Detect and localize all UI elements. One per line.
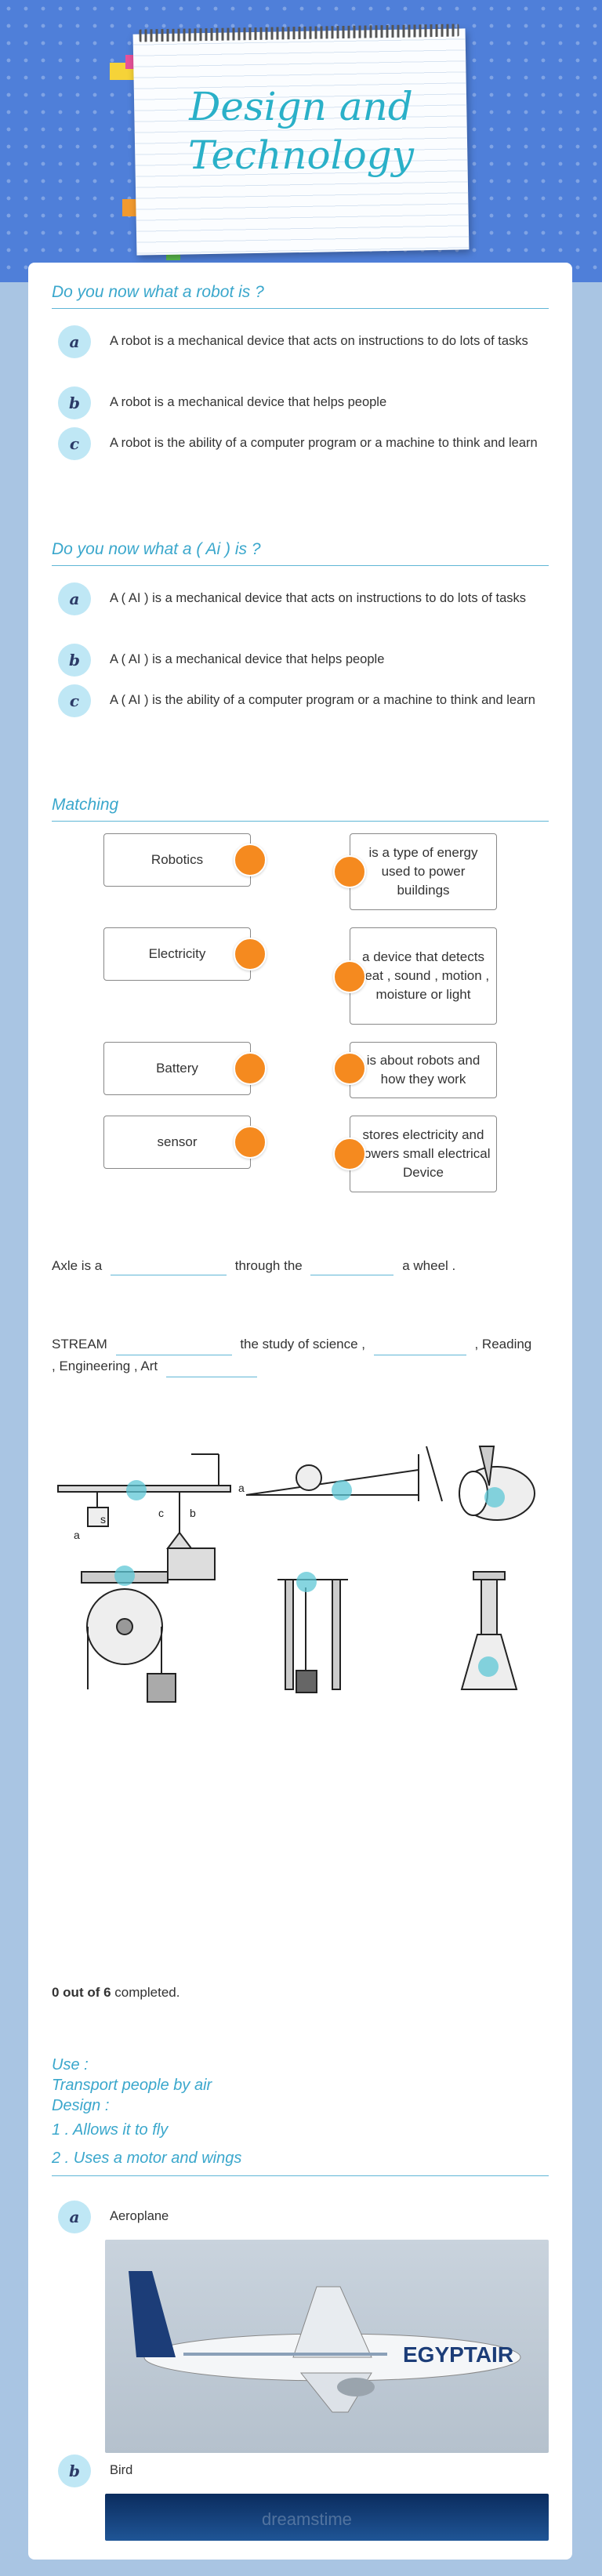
hotspot-inclined-plane[interactable] — [332, 1480, 352, 1500]
fill-blank-stream: STREAM the study of science , , Reading … — [52, 1333, 549, 1377]
prompt-line: Use : — [52, 2056, 89, 2073]
prompt-line: 2 . Uses a motor and wings — [52, 2150, 242, 2167]
match-connector-left-1[interactable] — [234, 844, 267, 876]
option-bird[interactable]: b Bird — [58, 2454, 552, 2487]
fill-text: STREAM — [52, 1337, 107, 1351]
option-ai-a[interactable]: a A ( AI ) is a mechanical device that a… — [58, 582, 552, 615]
matching-title: Matching — [52, 796, 549, 822]
match-connector-right-2[interactable] — [333, 960, 366, 993]
prompt-line: Transport people by air — [52, 2077, 212, 2094]
hotspot-screw[interactable] — [478, 1656, 499, 1677]
fill-text: , Reading — [474, 1337, 532, 1351]
blank-input-5[interactable] — [165, 1363, 257, 1377]
diagram-label: a — [74, 1529, 80, 1541]
option-text: Aeroplane — [110, 2209, 169, 2223]
hotspot-wedge[interactable] — [484, 1487, 505, 1508]
bird-drawing: dreamstime — [262, 2509, 352, 2529]
hotspot-lever[interactable] — [126, 1480, 147, 1500]
option-badge: b — [58, 2454, 91, 2487]
question-robot-title: Do you now what a robot is ? — [52, 283, 549, 309]
fill-text: Axle is a — [52, 1258, 103, 1273]
option-badge: b — [58, 386, 91, 419]
blank-input-3[interactable] — [115, 1341, 232, 1355]
option-text: A ( AI ) is a mechanical device that act… — [110, 591, 527, 605]
option-text: A ( AI ) is the ability of a computer pr… — [110, 693, 535, 707]
option-badge: b — [58, 644, 91, 677]
match-left-electricity[interactable]: Electricity — [103, 927, 251, 981]
diagram-label: c — [158, 1507, 164, 1519]
match-left-battery[interactable]: Battery — [103, 1042, 251, 1095]
blank-input-4[interactable] — [373, 1341, 466, 1355]
aeroplane-drawing: EGYPTAIR — [129, 2271, 521, 2413]
match-right-energy[interactable]: is a type of energy used to power buildi… — [350, 833, 497, 910]
prompt-line: 1 . Allows it to fly — [52, 2121, 169, 2139]
option-text: A robot is a mechanical device that help… — [110, 395, 387, 409]
prompt-line: Design : — [52, 2097, 110, 2114]
simple-machines-image: a s c b a — [50, 1439, 549, 1736]
title-line-1: Design and — [189, 84, 413, 129]
airline-text: EGYPTAIR — [403, 2342, 513, 2367]
option-badge: a — [58, 325, 91, 358]
match-connector-right-3[interactable] — [333, 1052, 366, 1085]
option-robot-b[interactable]: b A robot is a mechanical device that he… — [58, 386, 552, 419]
fill-text: , Engineering , Art — [52, 1359, 158, 1373]
option-text: Bird — [110, 2463, 133, 2477]
fill-text: through the — [234, 1258, 303, 1273]
option-badge: a — [58, 582, 91, 615]
watermark-text: dreamstime — [262, 2509, 352, 2529]
diagram-label: a — [238, 1482, 245, 1494]
match-connector-right-4[interactable] — [333, 1137, 366, 1170]
blank-input-2[interactable] — [310, 1261, 394, 1275]
option-aeroplane[interactable]: a Aeroplane — [58, 2200, 552, 2233]
match-right-robots[interactable]: is about robots and how they work — [350, 1042, 497, 1098]
match-connector-left-4[interactable] — [234, 1126, 267, 1159]
diagram-label: b — [190, 1507, 196, 1519]
page-title: Design and Technology — [135, 82, 467, 180]
option-text: A robot is a mechanical device that acts… — [110, 334, 528, 348]
progress-count: 0 out of 6 — [52, 1985, 111, 2000]
match-right-battery-def[interactable]: stores electricity and powers small elec… — [350, 1116, 497, 1192]
aeroplane-photo[interactable]: EGYPTAIR — [105, 2240, 549, 2453]
hotspot-pulley[interactable] — [114, 1566, 135, 1586]
match-connector-right-1[interactable] — [333, 855, 366, 888]
progress-suffix: completed. — [114, 1985, 180, 2000]
question-design-prompt: Use : Transport people by air Design : 1… — [52, 2055, 549, 2176]
option-badge: a — [58, 2200, 91, 2233]
option-ai-c[interactable]: c A ( AI ) is the ability of a computer … — [58, 684, 552, 717]
match-left-sensor[interactable]: sensor — [103, 1116, 251, 1169]
option-badge: c — [58, 427, 91, 460]
worksheet-card: Do you now what a robot is ? a A robot i… — [28, 263, 572, 2560]
fill-text: the study of science , — [240, 1337, 366, 1351]
bird-photo[interactable]: dreamstime — [105, 2494, 549, 2541]
option-robot-c[interactable]: c A robot is the ability of a computer p… — [58, 427, 552, 460]
match-left-robotics[interactable]: Robotics — [103, 833, 251, 887]
fill-text: a wheel . — [402, 1258, 456, 1273]
option-text: A ( AI ) is a mechanical device that hel… — [110, 652, 385, 666]
match-connector-left-2[interactable] — [234, 938, 267, 971]
question-ai-title: Do you now what a ( Ai ) is ? — [52, 540, 549, 566]
option-ai-b[interactable]: b A ( AI ) is a mechanical device that h… — [58, 644, 552, 677]
option-text: A robot is the ability of a computer pro… — [110, 436, 538, 450]
sticky-tab-orange — [122, 199, 138, 216]
diagram-label: s — [100, 1513, 106, 1526]
hotspot-wheel-axle[interactable] — [296, 1572, 317, 1592]
hotspot-progress: 0 out of 6 completed. — [52, 1985, 180, 2001]
match-right-sensor-def[interactable]: a device that detects heat , sound , mot… — [350, 927, 497, 1025]
title-line-2: Technology — [188, 132, 414, 178]
option-badge: c — [58, 684, 91, 717]
blank-input-1[interactable] — [110, 1261, 227, 1275]
option-robot-a[interactable]: a A robot is a mechanical device that ac… — [58, 325, 552, 358]
match-connector-left-3[interactable] — [234, 1052, 267, 1085]
fill-blank-axle: Axle is a through the a wheel . — [52, 1257, 549, 1275]
